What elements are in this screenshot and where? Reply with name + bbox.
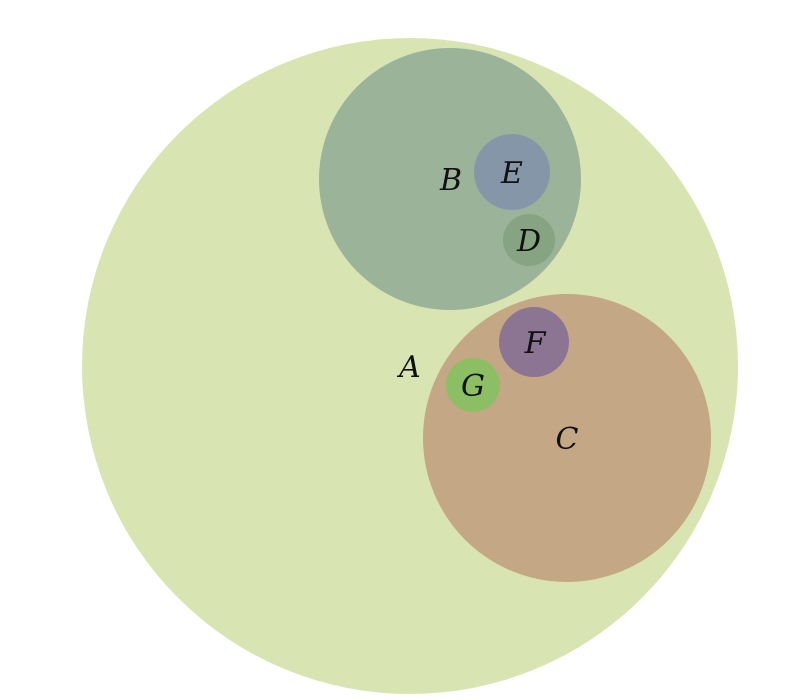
circle-g xyxy=(446,358,500,412)
label-e: E xyxy=(500,156,523,191)
label-d: D xyxy=(516,224,541,259)
label-b: B xyxy=(439,163,462,198)
label-c: C xyxy=(556,422,579,457)
label-g: G xyxy=(461,369,485,404)
label-f: F xyxy=(524,326,547,361)
circle-e xyxy=(474,134,550,210)
label-a: A xyxy=(396,350,421,385)
circle-c xyxy=(423,294,711,582)
circle-f xyxy=(499,307,569,377)
circle-d xyxy=(503,214,555,266)
